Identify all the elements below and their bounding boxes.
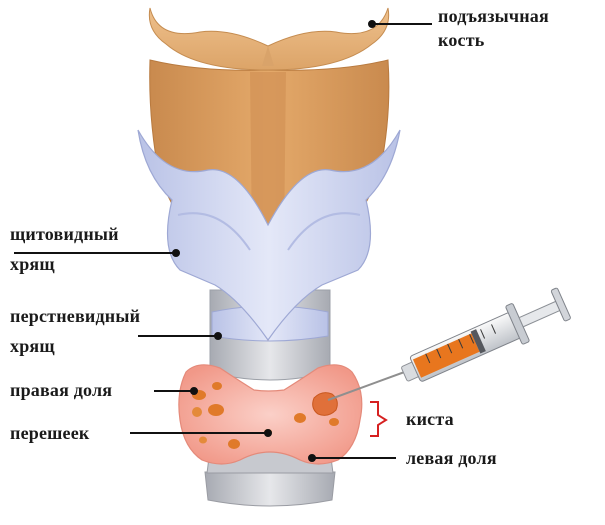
syringe-scale [425,324,497,364]
leader-dot-cricoid [214,332,222,340]
syringe [327,287,571,401]
gland-spot [294,413,306,423]
leader-dot-left-lobe [308,454,316,462]
gland-spot [199,436,207,444]
gland-spot [212,382,222,390]
hyoid-bone [148,7,390,71]
label-hyoid-bone: подъязычная кость [438,6,549,50]
thyroid-cartilage [137,129,401,342]
label-cyst: киста [406,409,454,429]
label-isthmus: перешеек [10,423,90,443]
leader-dot-isthmus [264,429,272,437]
syringe-plunger-head [470,329,486,354]
leader-dot-thyroid-cartilage [172,249,180,257]
leader-dot-right-lobe [190,387,198,395]
cyst-bracket [370,401,388,437]
leader-dot-hyoid [368,20,376,28]
gland-spot [329,418,339,426]
syringe-plunger-rod [518,299,563,328]
gland-spot [228,439,240,449]
gland-spot [192,407,202,417]
label-thyroid-cartilage: щитовидный хрящ [10,224,119,274]
syringe-thumb-rest [550,287,571,322]
gland-spot [208,404,224,416]
syringe-fluid [412,333,480,378]
syringe-needle [327,369,411,401]
label-left-lobe: левая доля [406,448,497,468]
label-cricoid-cartilage: перстневидный хрящ [10,306,141,356]
cyst [312,392,338,416]
label-right-lobe: правая доля [10,380,113,400]
